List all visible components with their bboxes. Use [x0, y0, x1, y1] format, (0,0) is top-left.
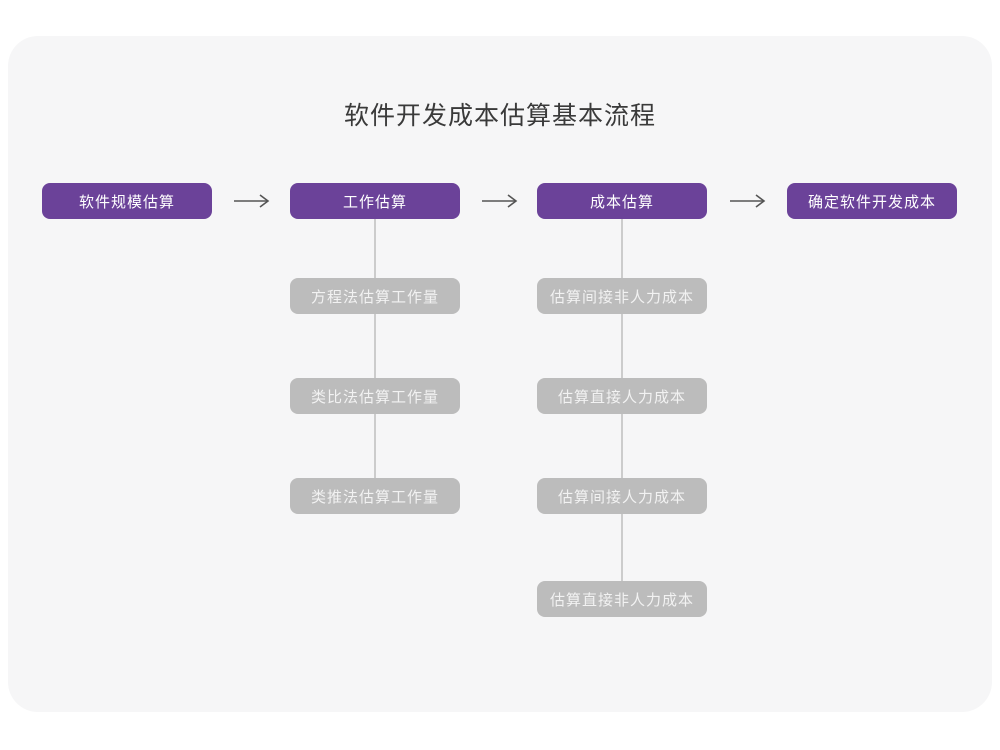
stage-node-software-scale-estimation: 软件规模估算	[42, 183, 212, 219]
work-column-connector-line	[374, 219, 376, 497]
arrow-right-icon	[234, 194, 270, 208]
diagram-card	[8, 36, 992, 712]
stage-node-determine-dev-cost: 确定软件开发成本	[787, 183, 957, 219]
substep-node-indirect-labor-cost: 估算间接人力成本	[537, 478, 707, 514]
arrow-right-icon	[730, 194, 766, 208]
diagram-title: 软件开发成本估算基本流程	[343, 102, 656, 130]
arrow-right-icon	[482, 194, 518, 208]
substep-node-comparison-method: 类比法估算工作量	[290, 378, 460, 414]
substep-node-analogy-method: 类推法估算工作量	[290, 478, 460, 514]
stage-node-work-estimation: 工作估算	[290, 183, 460, 219]
substep-node-direct-nonlabor-cost: 估算直接非人力成本	[537, 581, 707, 617]
stage-node-cost-estimation: 成本估算	[537, 183, 707, 219]
substep-node-indirect-nonlabor-cost: 估算间接非人力成本	[537, 278, 707, 314]
substep-node-direct-labor-cost: 估算直接人力成本	[537, 378, 707, 414]
substep-node-equation-method: 方程法估算工作量	[290, 278, 460, 314]
